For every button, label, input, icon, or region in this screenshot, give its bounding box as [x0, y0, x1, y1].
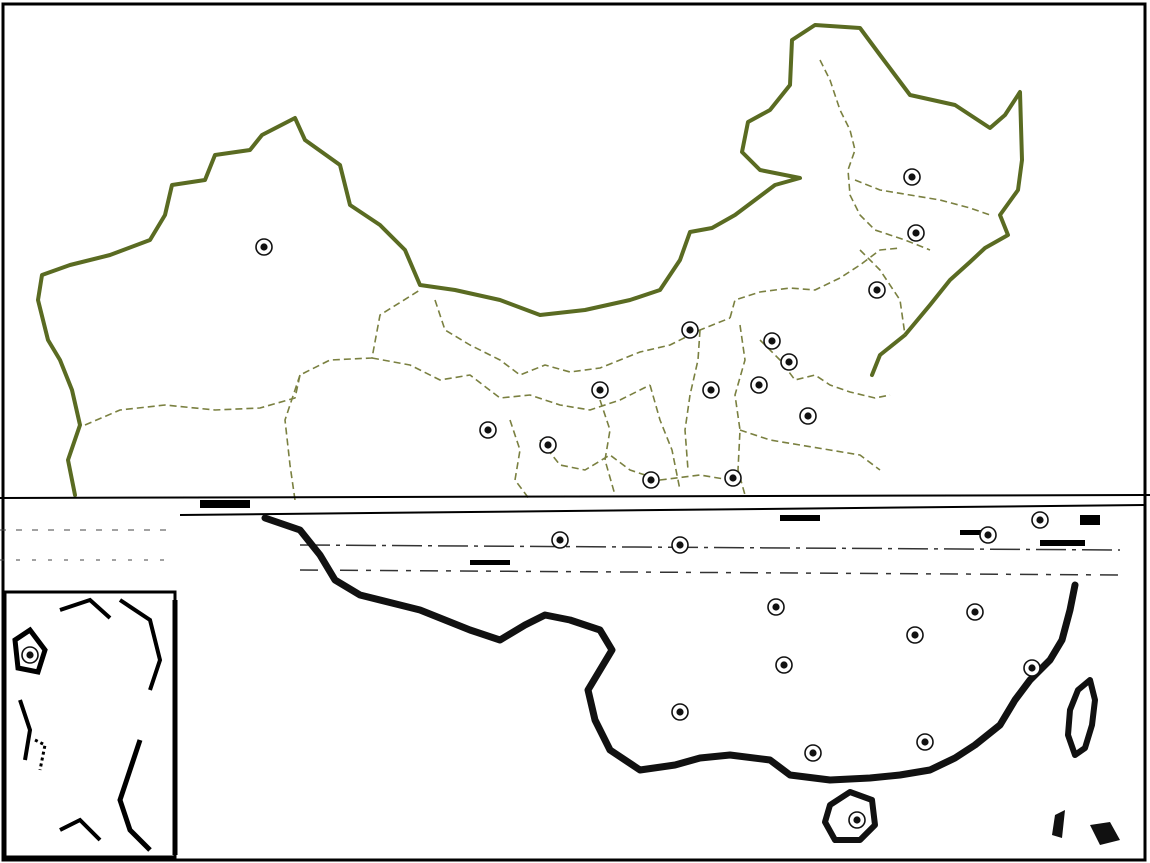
capital-marker-icon: [907, 224, 925, 242]
capital-marker-icon: [21, 646, 39, 664]
capital-marker-icon: [903, 168, 921, 186]
capital-marker-icon: [591, 381, 609, 399]
capital-marker-icon: [671, 536, 689, 554]
island-marks: [1052, 810, 1120, 845]
capital-marker-icon: [551, 531, 569, 549]
capital-marker-icon: [1023, 659, 1041, 677]
provincial-capitals: [21, 168, 1049, 829]
capital-marker-icon: [804, 744, 822, 762]
capital-marker-icon: [916, 733, 934, 751]
taiwan-island: [1065, 677, 1098, 758]
capital-marker-icon: [479, 421, 497, 439]
capital-marker-icon: [763, 332, 781, 350]
capital-marker-icon: [702, 381, 720, 399]
capital-marker-icon: [671, 703, 689, 721]
capital-marker-icon: [979, 526, 997, 544]
province-boundaries: [84, 59, 991, 501]
capital-marker-icon: [255, 238, 273, 256]
capital-marker-icon: [966, 603, 984, 621]
capital-marker-icon: [1031, 511, 1049, 529]
national-border: [36, 23, 1024, 497]
capital-marker-icon: [724, 469, 742, 487]
capital-marker-icon: [642, 471, 660, 489]
scan-noise-band: [0, 494, 1150, 576]
capital-marker-icon: [775, 656, 793, 674]
capital-marker-icon: [848, 811, 866, 829]
capital-marker-icon: [681, 321, 699, 339]
hainan-island: [822, 789, 878, 843]
south-coastline: [261, 514, 1079, 784]
capital-marker-icon: [539, 436, 557, 454]
capital-marker-icon: [750, 376, 768, 394]
capital-marker-icon: [799, 407, 817, 425]
south-china-sea-inset: [3, 590, 178, 859]
capital-marker-icon: [868, 281, 886, 299]
capital-marker-icon: [906, 626, 924, 644]
capital-marker-icon: [767, 598, 785, 616]
capital-marker-icon: [780, 353, 798, 371]
